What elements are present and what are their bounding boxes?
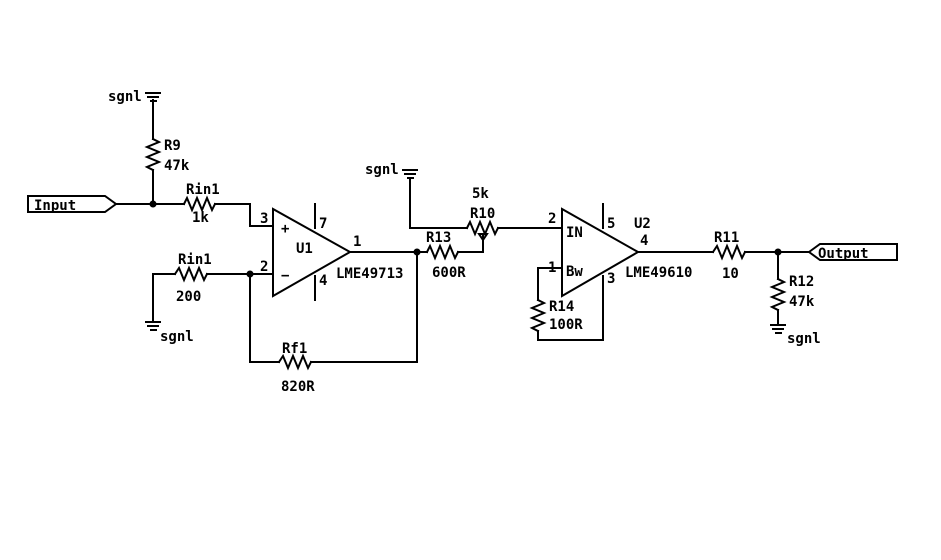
rin1b-value: 200 (176, 289, 201, 305)
r9-value: 47k (164, 158, 190, 174)
buffer-u2[interactable]: 2 IN 1 Bw 5 3 U2 4 LME49610 (548, 203, 692, 301)
output-port[interactable]: Output (807, 243, 898, 262)
u2-part: LME49610 (625, 265, 692, 281)
r14-ref: R14 (549, 299, 574, 315)
u1-pin-4: 4 (319, 273, 327, 289)
u1-pin-1: 1 (353, 234, 361, 250)
u1-plus-sign: + (281, 221, 289, 237)
input-port-label: Input (34, 198, 76, 214)
resistor-r12[interactable]: R12 47k (769, 251, 815, 312)
opamp-u1[interactable]: 3 2 + − 7 4 U1 1 LME49713 (260, 203, 403, 301)
r14-value: 100R (549, 317, 583, 333)
u2-pin-bw-name: Bw (566, 264, 583, 280)
output-port-label: Output (818, 246, 869, 262)
ground-label: sgnl (108, 89, 142, 105)
resistor-rin1-200[interactable]: Rin1 200 (173, 252, 212, 305)
u1-ref: U1 (296, 241, 313, 257)
r12-ref: R12 (789, 274, 814, 290)
ground-label: sgnl (365, 162, 399, 178)
rin1a-value: 1k (192, 210, 209, 226)
u1-pin-7: 7 (319, 216, 327, 232)
resistor-r11[interactable]: R11 10 (711, 230, 747, 282)
rin1b-ref: Rin1 (178, 252, 212, 268)
u1-part: LME49713 (336, 266, 403, 282)
resistor-r9[interactable]: R9 47k (144, 137, 190, 205)
r13-value: 600R (432, 265, 466, 281)
ground-label: sgnl (787, 331, 821, 347)
rin1a-ref: Rin1 (186, 182, 220, 198)
u2-pin-5: 5 (607, 216, 615, 232)
u2-pin-4: 4 (640, 233, 648, 249)
resistor-r14[interactable]: R14 100R (529, 298, 583, 333)
u2-pin-in-name: IN (566, 225, 583, 241)
potentiometer-r10[interactable]: 5k R10 (465, 186, 500, 242)
ground-sgnl-r12: sgnl (770, 309, 821, 347)
rf1-value: 820R (281, 379, 315, 395)
wire-r14-loop (537, 285, 604, 341)
u2-ref: U2 (634, 216, 651, 232)
ground-sgnl-r9: sgnl (108, 89, 161, 140)
resistor-r13[interactable]: R13 600R (425, 230, 466, 281)
r10-ref: R10 (470, 206, 495, 222)
wire-feedback-right (310, 251, 418, 363)
ground-sgnl-r10: sgnl (365, 162, 418, 229)
r11-ref: R11 (714, 230, 739, 246)
wire-feedback-left (249, 273, 280, 363)
u1-pin-2: 2 (260, 259, 268, 275)
u2-pin-3: 3 (607, 271, 615, 287)
u1-pin-3: 3 (260, 211, 268, 227)
u2-pin-2: 2 (548, 211, 556, 227)
resistor-rf1[interactable]: Rf1 820R (277, 341, 315, 395)
r11-value: 10 (722, 266, 739, 282)
r12-value: 47k (789, 294, 815, 310)
u1-minus-sign: − (281, 268, 289, 284)
resistor-rin1-1k[interactable]: Rin1 1k (182, 182, 220, 226)
wire-rin1-u1 (214, 203, 274, 227)
rf1-ref: Rf1 (282, 341, 307, 357)
r13-ref: R13 (426, 230, 451, 246)
ground-label: sgnl (160, 329, 194, 345)
wire-r13-wiper (457, 234, 484, 253)
wire-u2-bw (537, 267, 563, 301)
input-port[interactable]: Input (27, 195, 118, 214)
r10-value: 5k (472, 186, 489, 202)
ground-sgnl-rin1: sgnl (145, 273, 194, 345)
junction-u1-out (413, 248, 421, 256)
r9-ref: R9 (164, 138, 181, 154)
